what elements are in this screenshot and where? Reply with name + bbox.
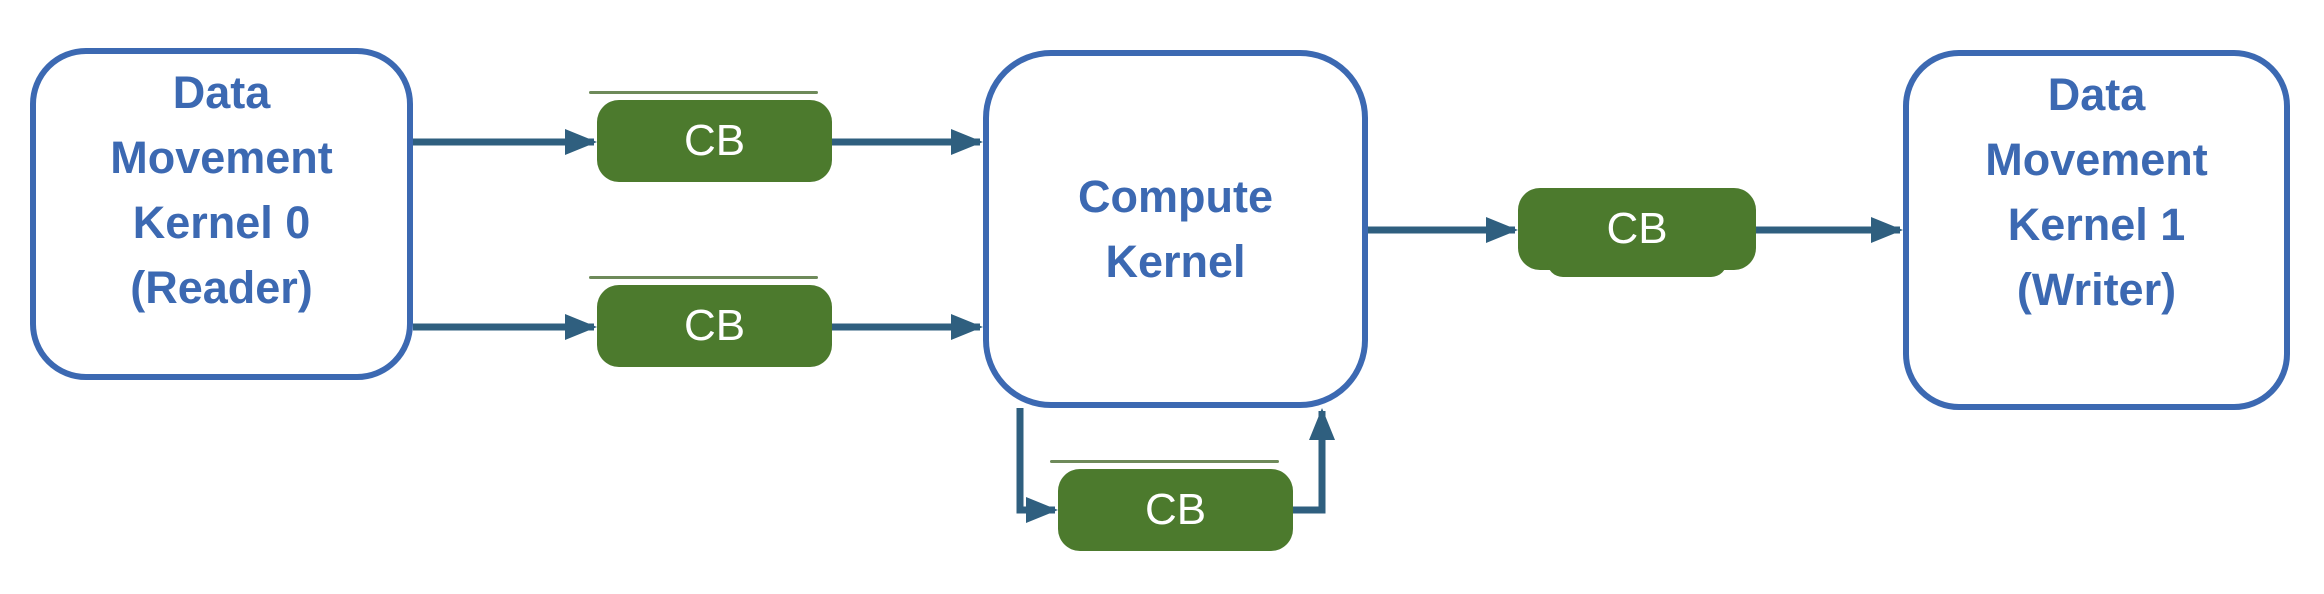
circular-buffer-loop: CB (1050, 460, 1293, 551)
reader-kernel-label-line: (Reader) (130, 262, 313, 313)
writer-kernel-label-line: Kernel 1 (2007, 199, 2186, 250)
compute-kernel-box: Compute Kernel (983, 50, 1368, 408)
writer-kernel-label-line: (Writer) (2016, 264, 2177, 315)
arrow-compute-to-cb-loop (1016, 408, 1058, 523)
circular-buffer-label: CB (1144, 485, 1207, 534)
circular-buffer-output: CB (1518, 188, 1756, 277)
writer-kernel-box: Data Movement Kernel 1 (Writer) (1903, 50, 2290, 410)
circular-buffer-bottom: CB (589, 276, 832, 367)
circular-buffer-label: CB (683, 116, 746, 165)
reader-kernel-label-line: Movement (110, 132, 333, 183)
circular-buffer-label: CB (1606, 204, 1668, 253)
reader-kernel-label-line: Data (172, 67, 271, 118)
writer-kernel-label-line: Movement (1985, 134, 2208, 185)
circular-buffer-label: CB (683, 301, 746, 350)
arrow-cb-loop-to-compute (1293, 408, 1335, 514)
reader-kernel-label-line: Kernel 0 (132, 197, 311, 248)
compute-kernel-label-line: Kernel (1105, 236, 1246, 287)
writer-kernel-label-line: Data (2047, 69, 2146, 120)
reader-kernel-box: Data Movement Kernel 0 (Reader) (30, 48, 413, 380)
compute-kernel-label-line: Compute (1078, 171, 1273, 222)
circular-buffer-top: CB (589, 91, 832, 182)
